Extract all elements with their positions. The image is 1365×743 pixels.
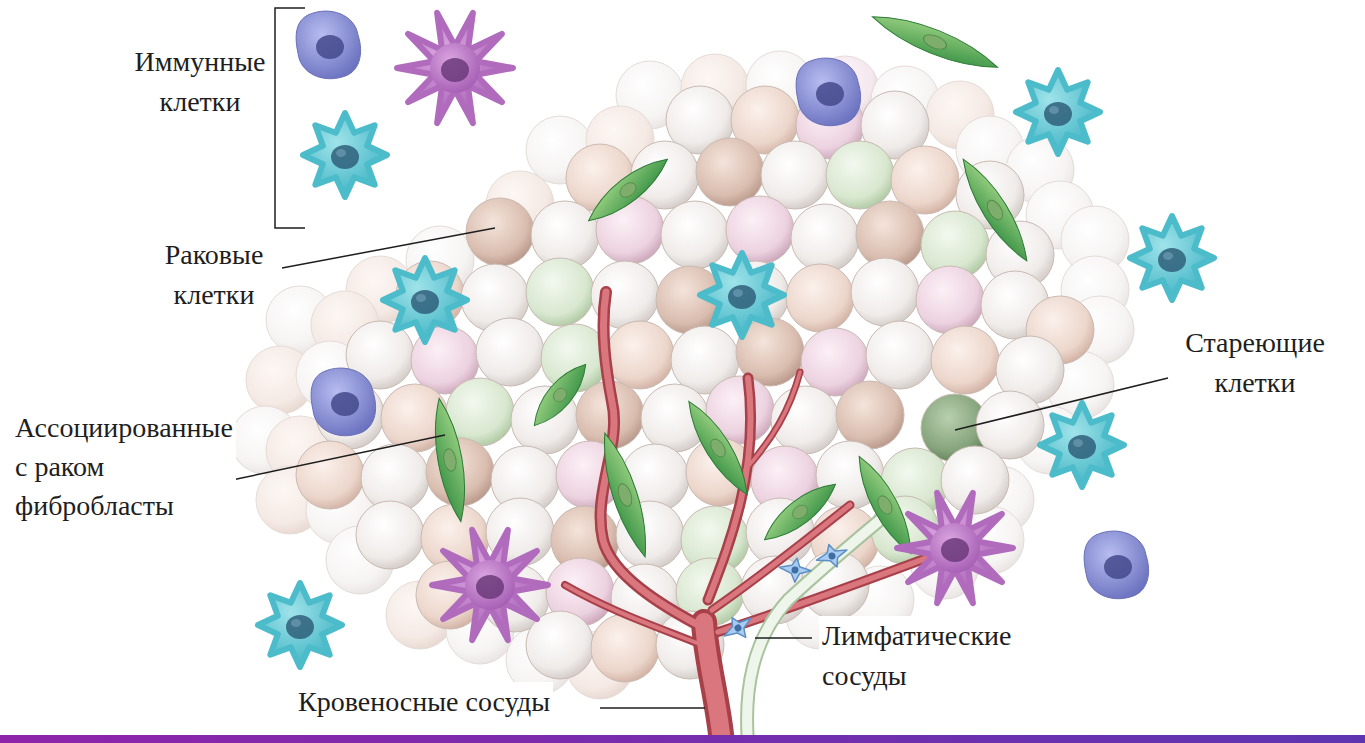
leader-line bbox=[955, 378, 1168, 430]
leader-lines bbox=[232, 8, 1168, 708]
callout-label: Ассоциированные с раком фибробласты bbox=[12, 408, 236, 525]
cancer-cells bbox=[296, 86, 1094, 682]
callout-label: Раковые клетки bbox=[162, 235, 267, 315]
callout-label: Кровеносные сосуды bbox=[295, 682, 553, 722]
leader-line bbox=[600, 707, 705, 709]
callout-label: Иммунные клетки bbox=[132, 42, 269, 122]
callout-label: Стареющие клетки bbox=[1182, 323, 1328, 403]
bracket bbox=[275, 8, 305, 228]
leader-line bbox=[232, 435, 445, 480]
fibroblasts bbox=[427, 6, 1037, 561]
back-cells bbox=[231, 51, 1134, 699]
immune-cells bbox=[258, 11, 1214, 667]
leader-line bbox=[755, 637, 812, 639]
callout-label: Лимфатические сосуды bbox=[819, 616, 1014, 696]
leader-line bbox=[282, 228, 495, 268]
bottom-bar bbox=[0, 735, 1365, 743]
